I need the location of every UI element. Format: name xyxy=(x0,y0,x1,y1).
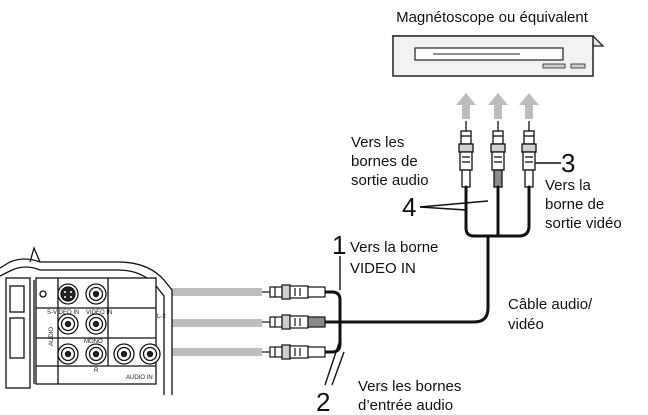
audio-in-callout: 2 Vers les bornes d’entrée audio xyxy=(316,339,461,415)
audio-out-callout: Vers les bornes de sortie audio xyxy=(351,134,429,189)
cable-number-callout: 4 xyxy=(402,192,489,222)
video-out-line-2: borne de xyxy=(545,196,604,213)
left-arrow-icons xyxy=(108,283,262,361)
panel-video-label: VIDEO IN xyxy=(86,310,112,316)
vcr-label: Magnétoscope ou équivalent xyxy=(396,9,589,26)
cable-line-2: vidéo xyxy=(508,316,544,333)
video-in-line-2: VIDEO IN xyxy=(350,260,416,277)
audio-out-line-1: Vers les xyxy=(351,134,404,151)
panel-svideo-label: S-VIDEO IN xyxy=(47,310,79,316)
audio-in-line-1: Vers les bornes xyxy=(358,378,461,395)
cable-number: 4 xyxy=(402,192,416,222)
audio-video-cable xyxy=(323,185,531,354)
vcr-device xyxy=(391,35,605,77)
video-in-line-1: Vers la borne xyxy=(350,239,438,256)
video-in-callout: 1 Vers la borne VIDEO IN xyxy=(332,230,438,290)
panel-audio-label: AUDIO xyxy=(49,327,55,346)
cable-line-1: Câble audio/ xyxy=(508,296,593,313)
video-out-line-1: Vers la xyxy=(545,177,592,194)
rca-plug-audio-left-icon xyxy=(458,121,474,188)
panel-audio-in-label: AUDIO IN xyxy=(126,375,153,381)
audio-out-line-3: sortie audio xyxy=(351,172,429,189)
rca-plug-audio-in-top-icon xyxy=(262,314,326,330)
cable-callout: Câble audio/ vidéo xyxy=(508,296,593,333)
rca-plug-audio-right-icon xyxy=(490,121,506,188)
audio-in-line-2: d’entrée audio xyxy=(358,397,453,414)
video-out-callout: 3 Vers la borne de sortie vidéo xyxy=(535,148,622,232)
audio-in-number: 2 xyxy=(316,387,330,415)
video-out-number: 3 xyxy=(561,148,575,178)
panel-mono-label: MONO xyxy=(84,339,103,345)
projector-panel xyxy=(0,246,173,395)
rca-plug-video-icon xyxy=(521,121,537,188)
panel-r-label: R xyxy=(94,368,99,374)
rca-plug-audio-in-bottom-icon xyxy=(262,344,326,360)
audio-out-line-2: bornes de xyxy=(351,153,418,170)
rca-plug-video-in-icon xyxy=(262,284,326,300)
up-arrow-icons xyxy=(456,93,539,119)
video-in-number: 1 xyxy=(332,230,346,260)
video-out-line-3: sortie vidéo xyxy=(545,215,622,232)
panel-l2-label: L-2 xyxy=(157,314,166,320)
